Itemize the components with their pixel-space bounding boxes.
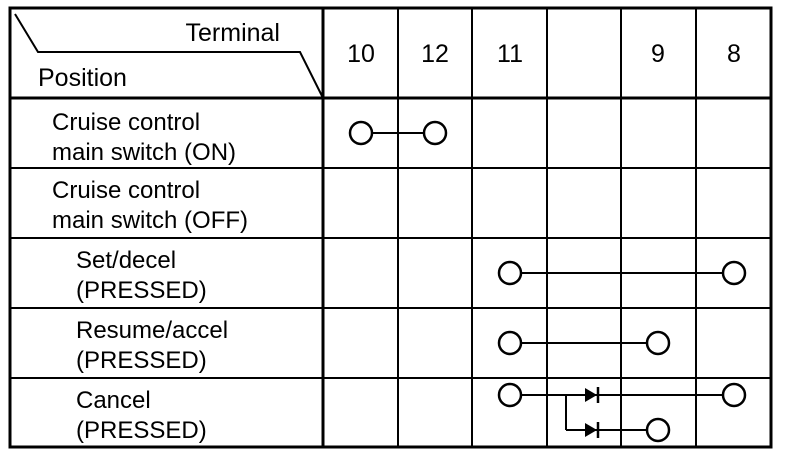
terminal-node bbox=[645, 417, 671, 443]
terminal-node bbox=[348, 120, 374, 146]
terminal-node bbox=[422, 120, 448, 146]
terminal-label: 8 bbox=[727, 40, 741, 68]
terminal-label: 10 bbox=[347, 40, 375, 68]
terminal-node bbox=[497, 260, 523, 286]
terminal-node bbox=[721, 260, 747, 286]
terminal-node bbox=[497, 330, 523, 356]
diode-icon bbox=[585, 423, 597, 437]
terminal-node bbox=[721, 382, 747, 408]
terminal-header-label: Terminal bbox=[186, 19, 280, 47]
terminal-label: 9 bbox=[651, 40, 665, 68]
diode-icon bbox=[585, 388, 597, 402]
position-label-line2: main switch (OFF) bbox=[52, 207, 248, 234]
header-diagonal bbox=[14, 13, 324, 99]
position-label-line1: Set/decel bbox=[76, 247, 176, 274]
cancel-diode-circuit bbox=[497, 382, 747, 443]
position-label-line2: (PRESSED) bbox=[76, 417, 207, 444]
position-label-line2: main switch (ON) bbox=[52, 139, 236, 166]
position-label-line2: (PRESSED) bbox=[76, 277, 207, 304]
position-header-label: Position bbox=[38, 64, 127, 92]
table-border bbox=[8, 6, 773, 449]
terminal-label: 11 bbox=[497, 40, 523, 68]
position-label-line1: Cruise control bbox=[52, 177, 200, 204]
terminal-node bbox=[497, 382, 523, 408]
position-label-line1: Resume/accel bbox=[76, 317, 228, 344]
position-label-line1: Cancel bbox=[76, 387, 151, 414]
position-label-line2: (PRESSED) bbox=[76, 347, 207, 374]
position-label-line1: Cruise control bbox=[52, 109, 200, 136]
terminal-label: 12 bbox=[421, 40, 449, 68]
terminal-node bbox=[645, 330, 671, 356]
